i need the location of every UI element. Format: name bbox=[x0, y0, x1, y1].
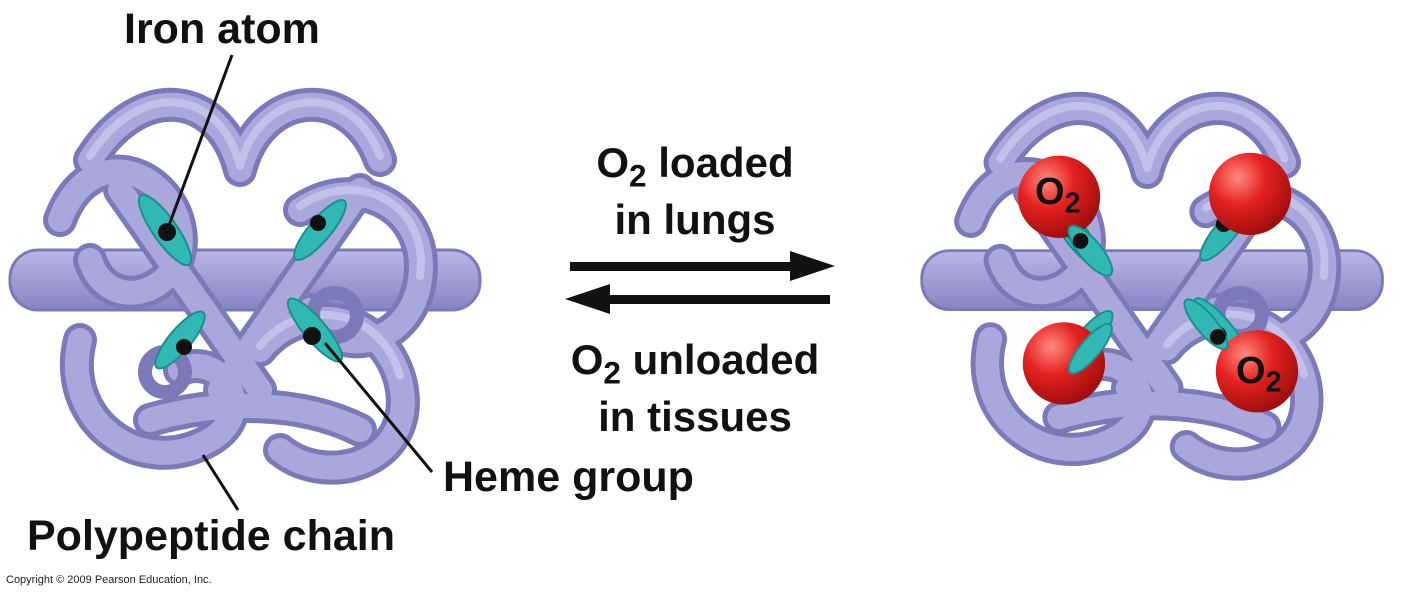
heme-group-oxy-front-4 bbox=[1183, 298, 1229, 351]
polypeptide-chain bbox=[8, 87, 482, 485]
reverse-reaction-text: O2 unloaded in tissues bbox=[570, 336, 820, 440]
oxygen-molecule-1 bbox=[1017, 155, 1101, 238]
heme-group-3 bbox=[154, 310, 206, 370]
copyright-notice: Copyright © 2009 Pearson Education, Inc. bbox=[6, 574, 212, 586]
equilibrium-arrows bbox=[565, 251, 835, 314]
heme-group-oxy-front-1 bbox=[1067, 224, 1114, 277]
oxygen-molecule-4 bbox=[1215, 330, 1299, 413]
reverse-arrow bbox=[565, 284, 830, 314]
forward-reaction-text: O2 loaded in lungs bbox=[596, 139, 794, 243]
hemoglobin-deoxy bbox=[8, 54, 482, 511]
heme-group-oxy-front-3 bbox=[1067, 322, 1113, 375]
heme-group-2 bbox=[293, 199, 347, 261]
oxygen-label-2: O2 bbox=[1236, 350, 1282, 399]
heme-group-leader bbox=[323, 342, 434, 473]
polypeptide-leader bbox=[201, 454, 240, 511]
hemoglobin-oxy bbox=[920, 91, 1384, 481]
polypeptide-chain-label: Polypeptide chain bbox=[27, 512, 395, 560]
polypeptide-chain-oxy bbox=[920, 91, 1384, 481]
heme-group-label: Heme group bbox=[443, 453, 694, 501]
oxygen-label-1: O2 bbox=[1035, 171, 1081, 220]
iron-atom-leader bbox=[166, 54, 234, 229]
iron-atom-label: Iron atom bbox=[124, 5, 320, 53]
oxygen-molecule-2 bbox=[1208, 152, 1292, 236]
heme-group-1 bbox=[137, 193, 193, 267]
forward-arrow bbox=[570, 251, 835, 281]
